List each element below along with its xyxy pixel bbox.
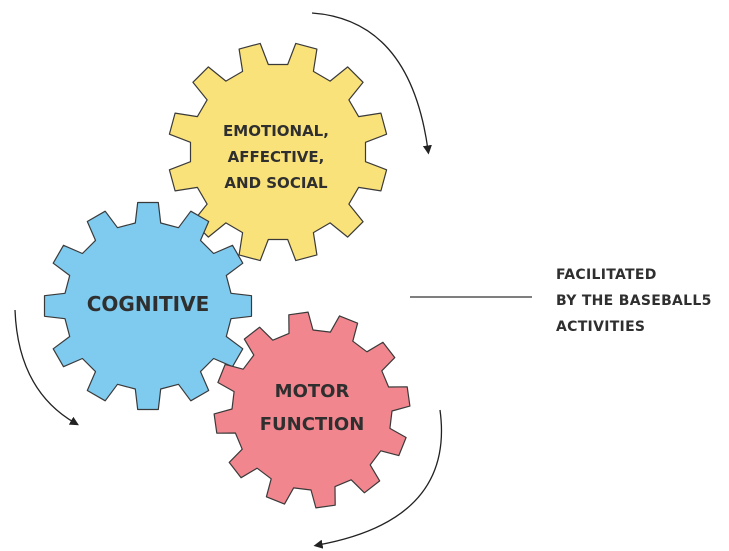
gear-emotional-line-2: AFFECTIVE,: [228, 148, 325, 166]
facilitated-label: FACILITATED BY THE BASEBALL5 ACTIVITIES: [556, 262, 712, 340]
cycle-arrow-left: [14, 309, 79, 426]
facilitated-label-line-3: ACTIVITIES: [556, 319, 646, 335]
gear-emotional-shape: [168, 42, 388, 262]
facilitated-label-line-1: FACILITATED: [556, 267, 657, 283]
gear-motor-line-1: MOTOR: [275, 381, 350, 402]
facilitated-label-line-2: BY THE BASEBALL5: [556, 293, 712, 309]
gear-emotional: EMOTIONAL, AFFECTIVE, AND SOCIAL: [168, 42, 388, 262]
gear-motor-line-2: FUNCTION: [260, 414, 365, 435]
gear-motor-shape: [213, 311, 411, 509]
gear-emotional-line-3: AND SOCIAL: [224, 174, 328, 192]
gear-motor: MOTOR FUNCTION: [213, 311, 411, 509]
gear-emotional-line-1: EMOTIONAL,: [223, 122, 329, 140]
cycle-arrow-bottom: [313, 409, 443, 549]
gear-cognitive-shape: [43, 201, 253, 411]
cycle-arrow-top: [311, 12, 432, 155]
gear-cognitive-label: COGNITIVE: [87, 292, 210, 316]
gear-cognitive: COGNITIVE: [43, 201, 253, 411]
